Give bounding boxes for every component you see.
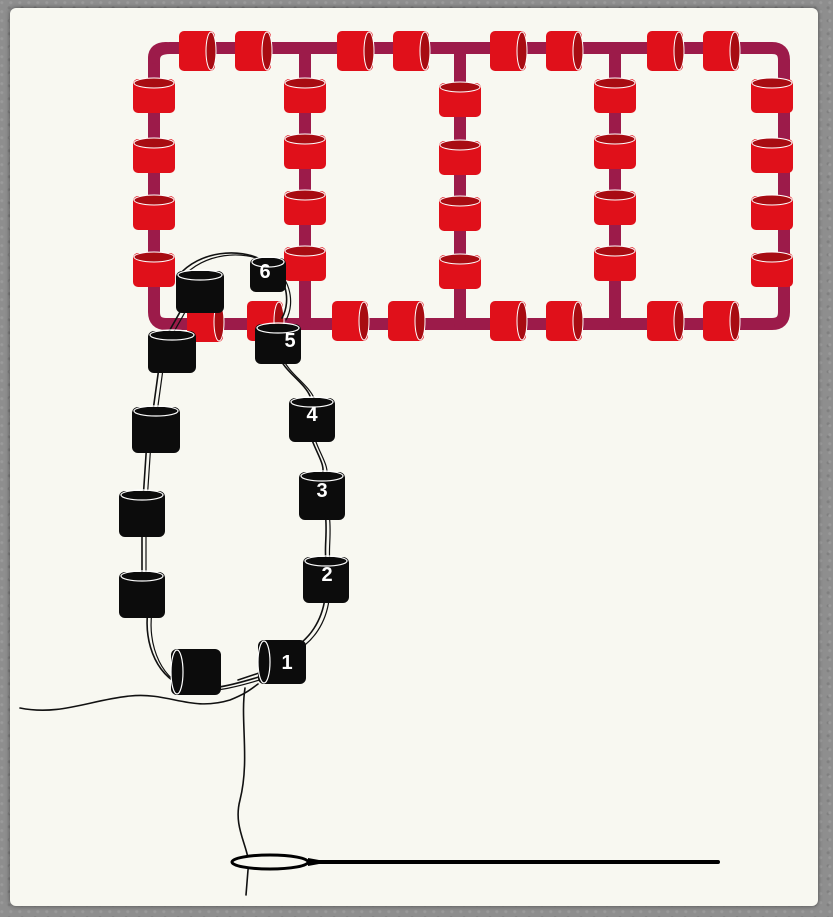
bead-label-5: 5 bbox=[284, 330, 295, 352]
red-bead bbox=[284, 190, 326, 225]
red-bead bbox=[388, 301, 425, 341]
red-bead bbox=[751, 195, 793, 230]
red-bead bbox=[133, 195, 175, 230]
red-bead bbox=[332, 301, 369, 341]
red-bead bbox=[703, 301, 740, 341]
red-bead bbox=[490, 31, 527, 71]
red-bead bbox=[647, 31, 684, 71]
bead-label-4: 4 bbox=[306, 404, 318, 426]
red-bead bbox=[284, 78, 326, 113]
black-bead bbox=[171, 649, 221, 695]
black-bead bbox=[119, 490, 165, 537]
thread-segment bbox=[20, 684, 258, 710]
bead-label-3: 3 bbox=[316, 480, 327, 502]
red-bead bbox=[751, 252, 793, 287]
needle-icon bbox=[232, 855, 718, 869]
red-bead bbox=[490, 301, 527, 341]
red-bead bbox=[546, 301, 583, 341]
black-bead bbox=[148, 330, 196, 373]
red-bead bbox=[594, 78, 636, 113]
red-bead bbox=[594, 246, 636, 281]
red-bead bbox=[647, 301, 684, 341]
red-bead bbox=[235, 31, 272, 71]
bead-label-2: 2 bbox=[321, 564, 332, 586]
red-bead bbox=[133, 138, 175, 173]
red-bead bbox=[133, 252, 175, 287]
red-bead bbox=[439, 196, 481, 231]
red-bead bbox=[284, 246, 326, 281]
red-bead bbox=[594, 190, 636, 225]
black-bead bbox=[132, 406, 180, 453]
black-bead bbox=[119, 571, 165, 618]
red-bead bbox=[179, 31, 216, 71]
red-bead bbox=[439, 140, 481, 175]
red-bead bbox=[751, 78, 793, 113]
red-bead bbox=[751, 138, 793, 173]
red-bead bbox=[439, 254, 481, 289]
red-bead bbox=[337, 31, 374, 71]
red-bead bbox=[439, 82, 481, 117]
red-bead bbox=[133, 78, 175, 113]
red-bead bbox=[594, 134, 636, 169]
red-bead bbox=[284, 134, 326, 169]
black-bead bbox=[176, 270, 224, 313]
bead-label-1: 1 bbox=[281, 652, 292, 674]
thread-segment bbox=[329, 514, 330, 562]
red-thread-corner bbox=[154, 48, 166, 58]
red-bead bbox=[546, 31, 583, 71]
red-bead bbox=[393, 31, 430, 71]
red-bead bbox=[703, 31, 740, 71]
bead-label-6: 6 bbox=[259, 261, 270, 283]
